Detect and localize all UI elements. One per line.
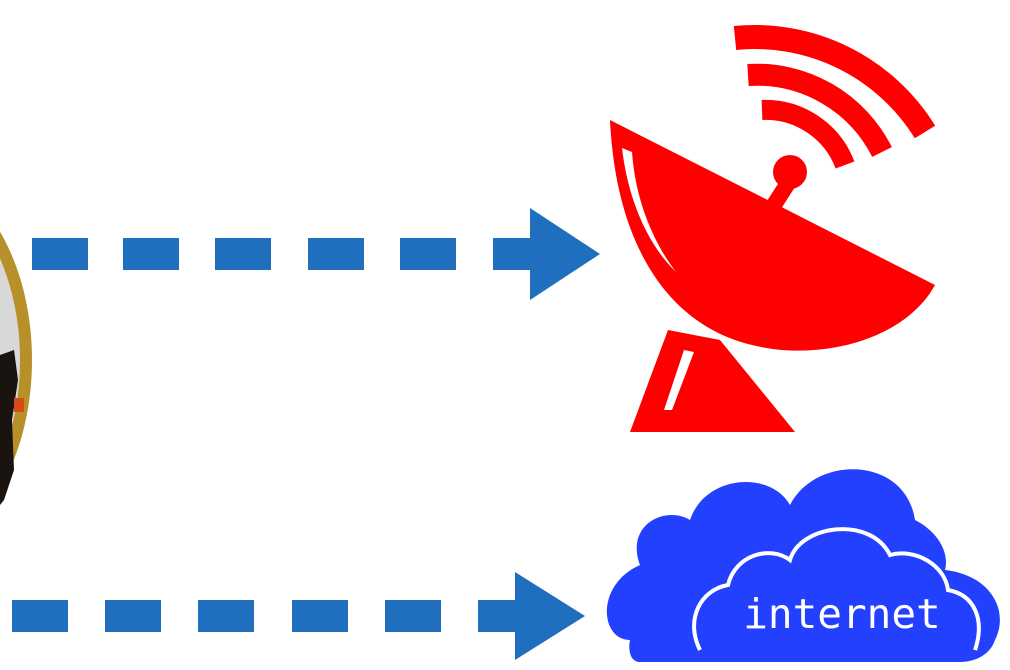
arrow-dash <box>215 238 271 270</box>
arrow-dash <box>105 600 161 632</box>
dish-bowl <box>610 120 935 351</box>
arrow-head <box>515 572 585 660</box>
dish-antenna-knob <box>773 155 807 189</box>
photo-accent <box>14 398 24 412</box>
signal-wave-inner <box>761 99 855 169</box>
arrow-to-internet <box>12 572 585 660</box>
cloud-inner-outline <box>692 527 981 651</box>
cloud-shape <box>606 469 1000 662</box>
arrow-dash <box>385 600 441 632</box>
cloud-icon: internet <box>606 469 1000 662</box>
cloud-label: internet <box>743 590 940 638</box>
arrow-dash <box>493 238 533 270</box>
arrow-dash <box>32 238 88 270</box>
satellite-dish-icon <box>610 25 936 432</box>
signal-wave-middle <box>747 63 892 158</box>
arrow-dash <box>123 238 179 270</box>
arrow-dash <box>292 600 348 632</box>
signal-wave-outer <box>733 25 936 139</box>
arrow-dash <box>198 600 254 632</box>
arrow-dash <box>12 600 68 632</box>
dish-stand-highlight <box>664 350 694 410</box>
dish-highlight <box>622 148 676 272</box>
person-photo-icon <box>0 231 32 505</box>
arrow-dash <box>478 600 518 632</box>
arrow-dash <box>308 238 364 270</box>
arrow-dash <box>400 238 456 270</box>
arrow-head <box>530 208 600 300</box>
arrow-to-satellite <box>32 208 600 300</box>
photo-figure <box>0 350 18 505</box>
